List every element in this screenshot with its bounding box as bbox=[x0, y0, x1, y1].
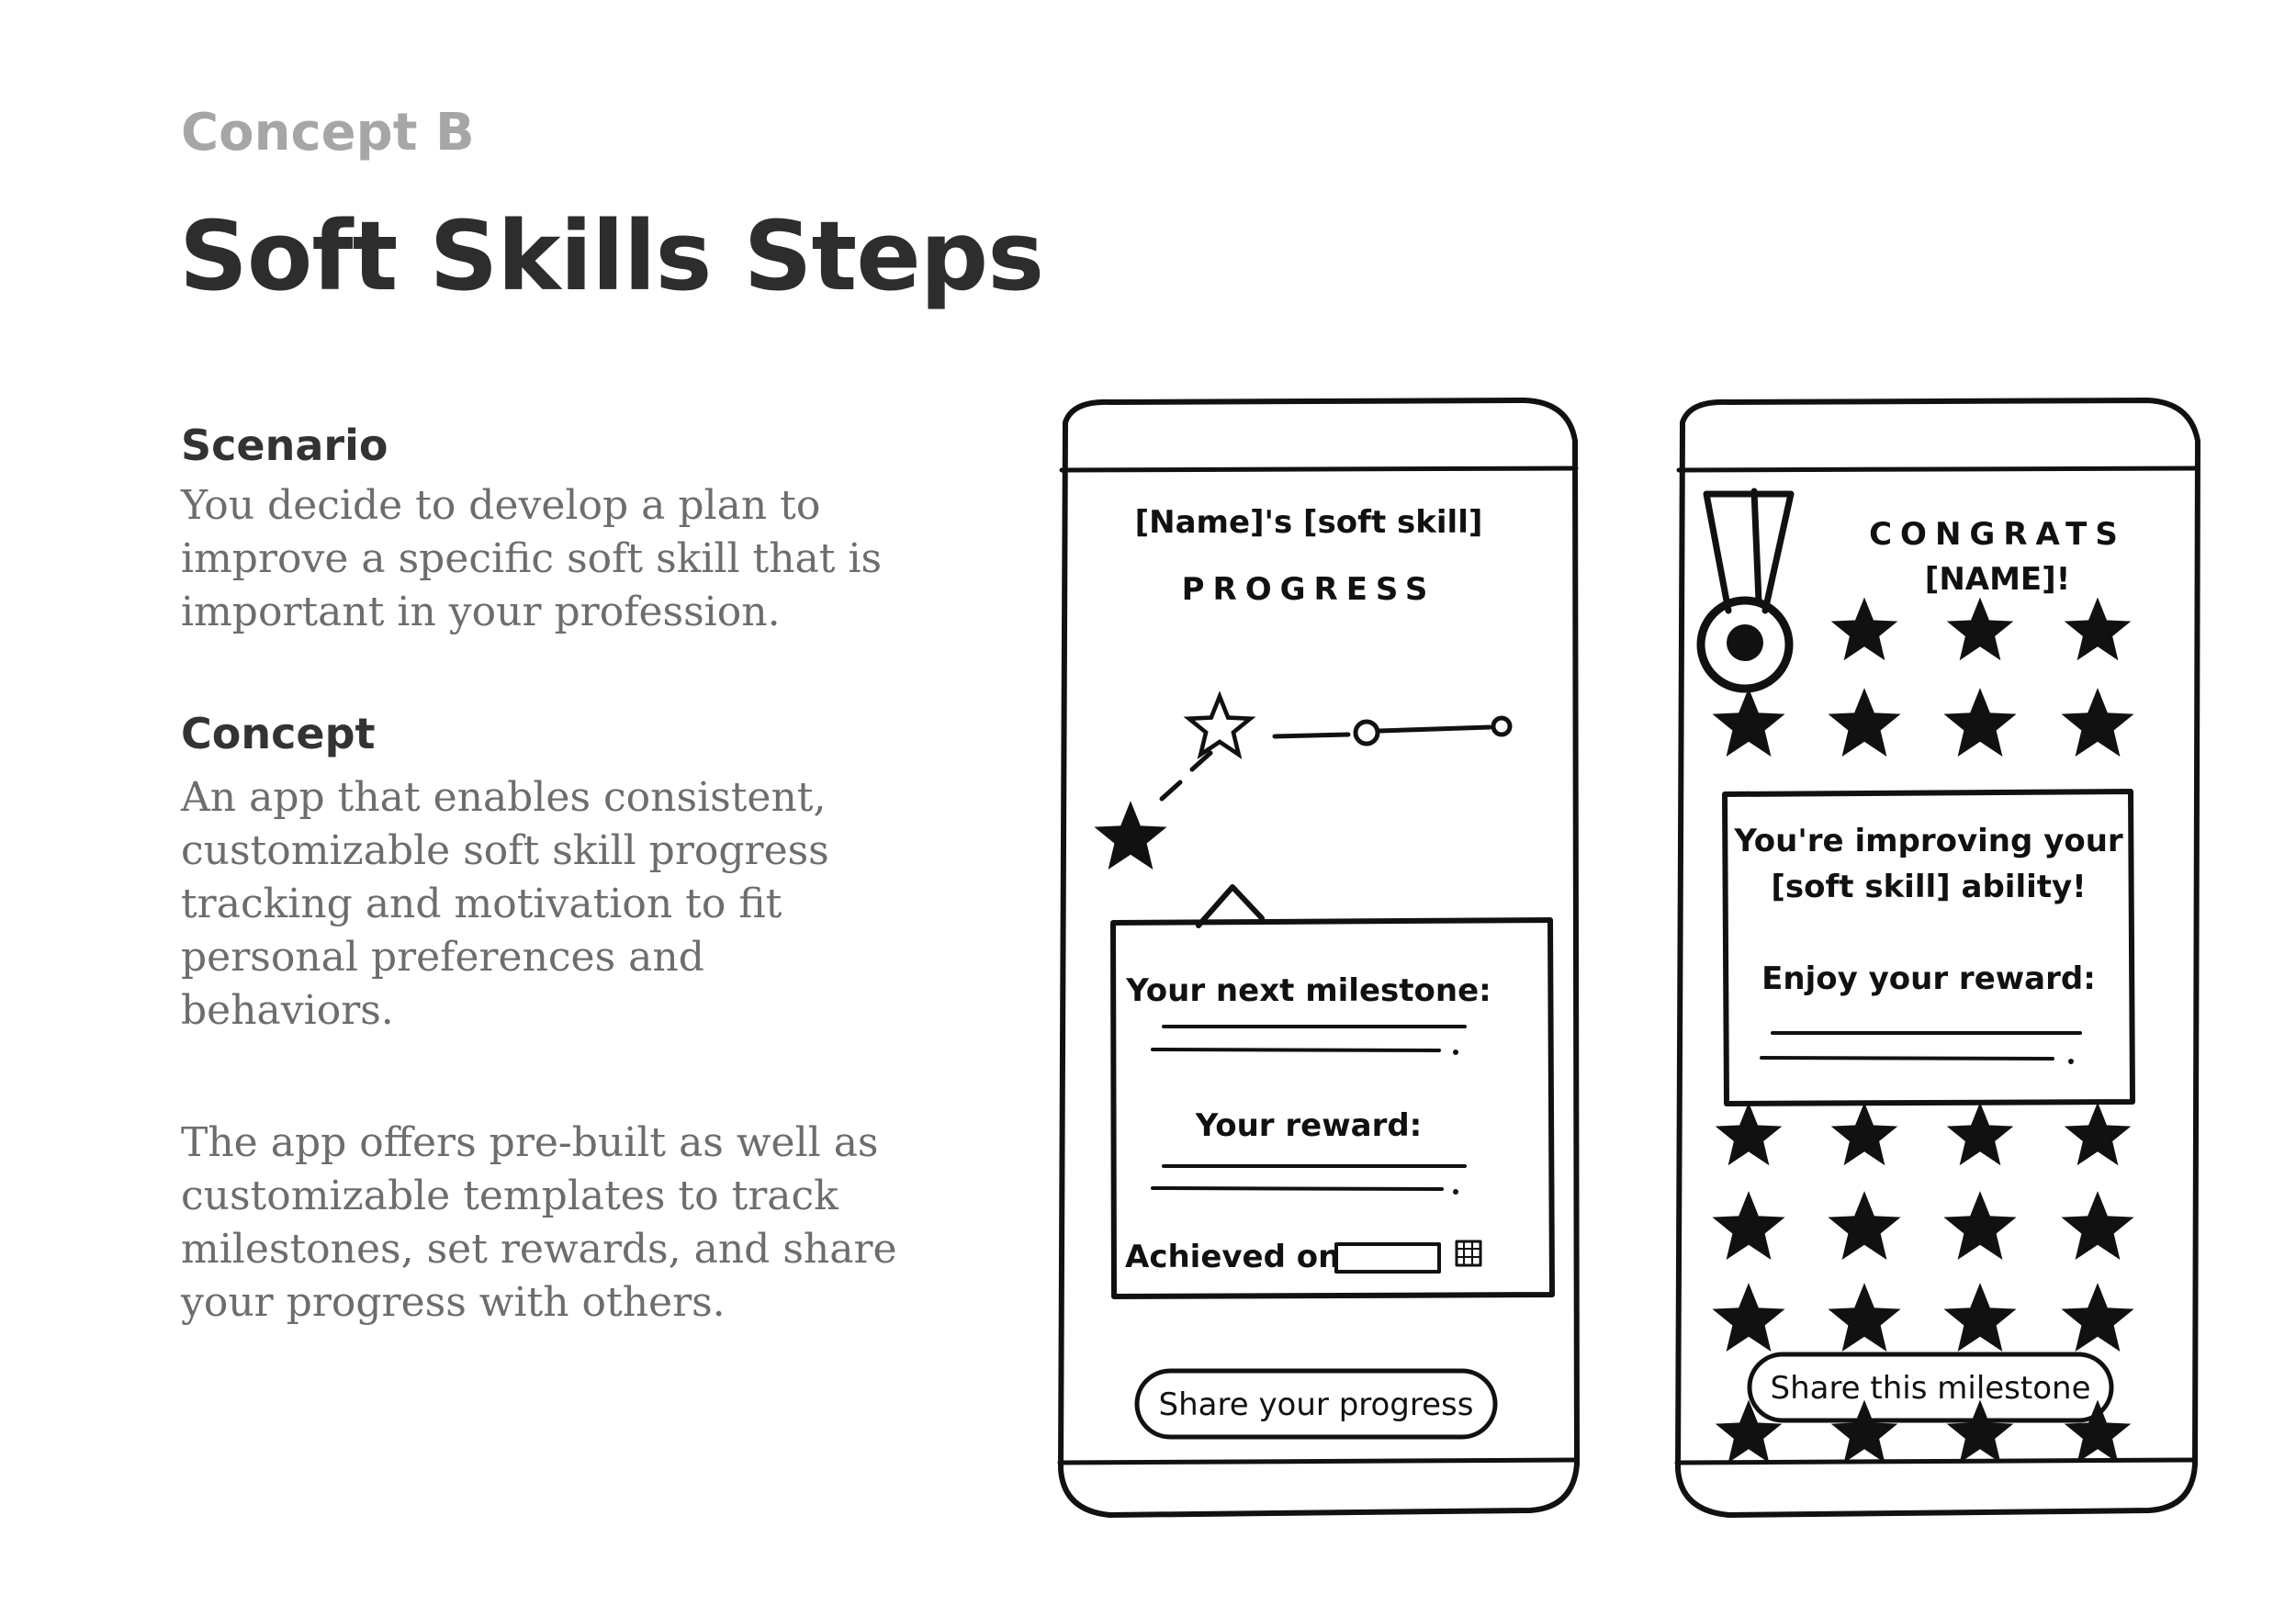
share-milestone-label: Share this milestone bbox=[1770, 1370, 2090, 1407]
reward-label: Your reward: bbox=[1195, 1107, 1423, 1144]
outline-star-icon bbox=[1189, 697, 1251, 755]
congrats-title: CONGRATS bbox=[1869, 516, 2126, 553]
achieved-date-field[interactable] bbox=[1334, 1242, 1441, 1274]
star-icon bbox=[1717, 1402, 1780, 1462]
star-icon bbox=[1830, 1285, 1898, 1350]
reward-card: You're improving your [soft skill] abili… bbox=[1722, 789, 2135, 1106]
concept-heading: Concept bbox=[181, 709, 376, 758]
progress-path bbox=[1097, 697, 1513, 868]
share-milestone-button[interactable]: Share this milestone bbox=[1747, 1352, 2114, 1423]
star-icon bbox=[1833, 1105, 1896, 1164]
star-icon bbox=[1946, 1194, 2014, 1258]
star-icon bbox=[1833, 1402, 1896, 1462]
app-wireframe-sketch: [Name]'s [soft skill] PROGRESS Your next… bbox=[1057, 398, 2200, 1518]
star-icon bbox=[2064, 690, 2132, 755]
star-grid bbox=[1715, 600, 2132, 1462]
star-icon bbox=[1833, 600, 1896, 659]
star-icon bbox=[1717, 1105, 1780, 1164]
concept-text: An app that enables consistent, customiz… bbox=[181, 774, 829, 1034]
star-icon bbox=[1830, 1194, 1898, 1258]
next-milestone-label: Your next milestone: bbox=[1125, 972, 1491, 1009]
star-icon bbox=[2064, 1194, 2132, 1258]
milestone-node bbox=[1353, 719, 1380, 746]
star-icon bbox=[2066, 1105, 2129, 1164]
scenario-heading: Scenario bbox=[181, 421, 388, 470]
phone-progress-screen: [Name]'s [soft skill] PROGRESS Your next… bbox=[1057, 398, 1580, 1518]
medal-icon bbox=[1696, 488, 1795, 693]
star-icon bbox=[1949, 600, 2011, 659]
improving-message-skill: [soft skill] ability! bbox=[1771, 869, 2086, 905]
concept-label: Concept B bbox=[181, 103, 475, 163]
star-icon bbox=[1946, 1285, 2014, 1350]
improving-message: You're improving your bbox=[1733, 823, 2123, 859]
concept-text-2: The app offers pre-built as well as cust… bbox=[181, 1119, 897, 1326]
star-icon bbox=[1715, 1285, 1783, 1350]
star-icon bbox=[1830, 690, 1898, 755]
star-icon bbox=[2064, 1285, 2132, 1350]
congrats-name: [NAME]! bbox=[1925, 561, 2070, 598]
star-icon bbox=[1949, 1105, 2011, 1164]
filled-star-icon bbox=[1097, 803, 1165, 868]
enjoy-reward-label: Enjoy your reward: bbox=[1761, 960, 2096, 997]
achieved-on-label: Achieved on bbox=[1125, 1239, 1340, 1275]
milestone-node bbox=[1491, 715, 1513, 737]
scenario-text: You decide to develop a plan to improve … bbox=[181, 482, 883, 635]
star-icon bbox=[2066, 600, 2129, 659]
star-icon bbox=[1949, 1402, 2011, 1462]
phone-congrats-screen: CONGRATS [NAME]! bbox=[1674, 398, 2200, 1518]
calendar-icon[interactable] bbox=[1455, 1240, 1482, 1267]
star-icon bbox=[1715, 690, 1783, 755]
star-icon bbox=[1946, 690, 2014, 755]
star-icon bbox=[1715, 1194, 1783, 1258]
share-progress-label: Share your progress bbox=[1159, 1386, 1474, 1423]
progress-subtitle: PROGRESS bbox=[1182, 571, 1436, 608]
progress-title: [Name]'s [soft skill] bbox=[1135, 504, 1483, 541]
page-title: Soft Skills Steps bbox=[179, 200, 1044, 312]
share-progress-button[interactable]: Share your progress bbox=[1134, 1368, 1498, 1440]
milestone-card: Your next milestone: Your reward: Achiev… bbox=[1110, 884, 1555, 1299]
